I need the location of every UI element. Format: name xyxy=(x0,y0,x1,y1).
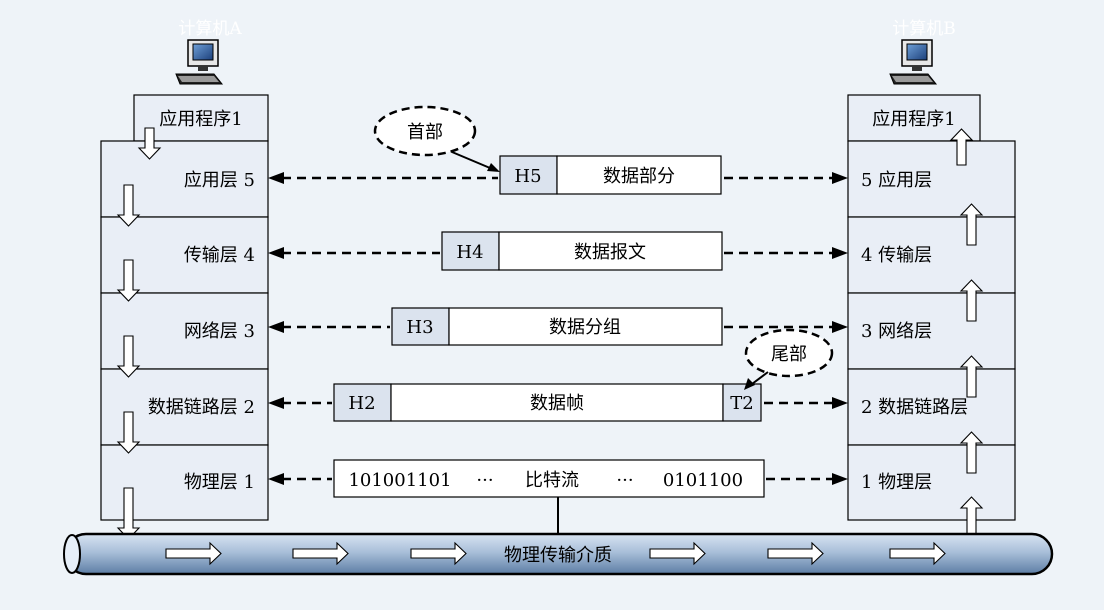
right-stack: 5 应用层 4 传输层 3 网络层 2 数据链路层 1 物理层 xyxy=(847,140,1016,521)
callout-arrow-icon xyxy=(744,378,755,390)
data-cell xyxy=(390,383,724,422)
down-arrow-icon xyxy=(137,127,162,160)
down-arrow-icon xyxy=(116,184,141,227)
medium-label: 物理传输介质 xyxy=(504,545,612,566)
callout-arrow-icon xyxy=(487,163,500,172)
right-layer-5 xyxy=(847,140,1016,218)
bits-right: 0101100 xyxy=(663,470,743,491)
computer-a-title: 计算机A xyxy=(178,19,242,39)
header-cell xyxy=(333,383,392,422)
unit-physical: 101001101 ··· 比特流 ··· 0101100 xyxy=(268,459,848,536)
right-arrow-icon xyxy=(767,541,824,566)
computer-a-icon xyxy=(175,39,224,85)
data-cell xyxy=(556,155,722,195)
down-arrow-icon xyxy=(116,259,141,302)
trailer-callout-bubble xyxy=(744,328,834,378)
right-arrow-icon xyxy=(165,541,222,566)
header-text: H5 xyxy=(514,166,541,187)
header-cell xyxy=(441,231,500,271)
left-stack: 应用层 5 传输层 4 网络层 3 数据链路层 2 物理层 1 xyxy=(100,140,269,521)
header-callout-text: 首部 xyxy=(407,122,443,143)
data-text: 数据分组 xyxy=(549,317,621,338)
computer-b-title: 计算机B xyxy=(892,19,956,39)
unit-network: H3 数据分组 xyxy=(268,307,848,346)
arrow-head-icon xyxy=(268,473,284,485)
header-text: H2 xyxy=(348,393,375,414)
trailer-callout-text: 尾部 xyxy=(771,344,807,365)
ellipsis-left: ··· xyxy=(476,470,493,491)
unit-transport: H4 数据报文 xyxy=(268,231,848,271)
right-layer-label: 5 应用层 xyxy=(861,170,932,191)
right-layer-1 xyxy=(847,444,1016,521)
header-callout: 首部 xyxy=(373,105,500,172)
arrow-head-icon xyxy=(268,172,284,184)
pipe-end xyxy=(63,534,81,574)
header-text: H3 xyxy=(406,317,433,338)
trailer-callout: 尾部 xyxy=(744,328,834,390)
right-arrow-icon xyxy=(410,541,467,566)
down-arrow-icon xyxy=(116,411,141,454)
up-arrow-icon xyxy=(959,431,984,474)
data-cell xyxy=(448,307,723,346)
header-callout-bubble xyxy=(373,105,477,157)
right-arrow-icon xyxy=(889,541,946,566)
computer-b-icon xyxy=(889,39,938,85)
unit-data-link: H2 数据帧 T2 xyxy=(268,383,848,422)
data-text: 数据部分 xyxy=(603,166,675,187)
callout-pointer xyxy=(451,151,491,169)
up-arrow-icon xyxy=(949,128,974,166)
physical-medium: 物理传输介质 xyxy=(63,532,1054,576)
left-layer-label: 传输层 4 xyxy=(184,245,255,266)
right-layer-label: 2 数据链路层 xyxy=(861,397,968,418)
right-layer-label: 3 网络层 xyxy=(861,321,932,342)
arrow-head-icon xyxy=(832,321,848,333)
left-layer-label: 应用层 5 xyxy=(184,170,255,191)
right-up-arrows xyxy=(949,128,984,549)
data-cell xyxy=(498,231,723,271)
bitstream-cell xyxy=(333,459,765,498)
right-layer-2 xyxy=(847,368,1016,446)
bitstream-label: 比特流 xyxy=(525,470,579,491)
header-cell xyxy=(391,307,450,346)
left-app-box xyxy=(133,94,269,142)
right-arrow-icon xyxy=(292,541,349,566)
ellipsis-right: ··· xyxy=(616,470,633,491)
up-arrow-icon xyxy=(959,203,984,246)
trailer-cell xyxy=(722,383,762,422)
right-layer-label: 1 物理层 xyxy=(861,472,932,493)
header-text: H4 xyxy=(456,242,483,263)
arrow-head-icon xyxy=(268,397,284,409)
arrow-head-icon xyxy=(832,473,848,485)
trailer-text: T2 xyxy=(730,393,753,414)
arrow-head-icon xyxy=(832,172,848,184)
arrow-head-icon xyxy=(832,247,848,259)
unit-application: H5 数据部分 xyxy=(268,155,848,195)
right-arrow-icon xyxy=(649,541,706,566)
left-layer-label: 网络层 3 xyxy=(184,321,255,342)
data-text: 数据帧 xyxy=(530,393,584,414)
up-arrow-icon xyxy=(959,355,984,398)
left-app-label: 应用程序1 xyxy=(159,109,242,130)
arrow-head-icon xyxy=(832,397,848,409)
arrow-head-icon xyxy=(268,247,284,259)
arrow-head-icon xyxy=(268,321,284,333)
data-text: 数据报文 xyxy=(574,242,646,263)
left-down-arrows xyxy=(116,127,162,540)
right-app-label: 应用程序1 xyxy=(872,109,955,130)
left-layer-label: 物理层 1 xyxy=(184,472,255,493)
down-arrow-icon xyxy=(116,335,141,378)
left-layer-label: 数据链路层 2 xyxy=(148,397,255,418)
right-layer-4 xyxy=(847,216,1016,294)
right-layer-label: 4 传输层 xyxy=(861,245,932,266)
bits-left: 101001101 xyxy=(348,470,451,491)
callout-pointer xyxy=(751,371,769,385)
up-arrow-icon xyxy=(959,279,984,322)
